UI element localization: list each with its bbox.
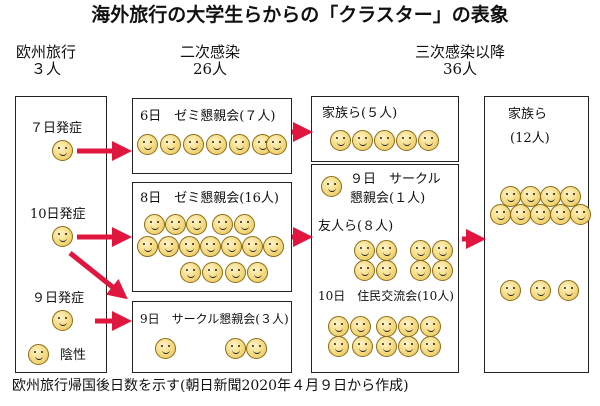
person-face-icon (321, 176, 342, 197)
person-face-icon (183, 134, 204, 155)
tertiary-family-label: 家族ら(５人) (322, 106, 398, 121)
person-face-icon (396, 130, 417, 151)
traveler-face (52, 310, 73, 331)
person-face-icon (530, 204, 551, 225)
tertiary-circle-label-2: 懇親会(１人) (350, 191, 426, 206)
legend-face-icon (28, 344, 49, 365)
person-face-icon (206, 134, 227, 155)
person-face-icon (186, 214, 207, 235)
person-face-icon (376, 336, 397, 357)
person-face-icon (530, 280, 551, 301)
tertiary-family-box (311, 96, 459, 162)
traveler-face (52, 226, 73, 247)
tertiary-residents-label: 10日 住民交流会(10人) (318, 289, 454, 303)
quaternary-count: (12人) (510, 131, 550, 146)
person-face-icon (376, 316, 397, 337)
person-face-icon (266, 134, 287, 155)
person-face-icon (179, 236, 200, 257)
person-face-icon (221, 236, 242, 257)
person-face-icon (420, 316, 441, 337)
person-face-icon (229, 134, 250, 155)
legend-label: 陰性 (60, 348, 87, 363)
person-face-icon (558, 280, 579, 301)
person-face-icon (137, 236, 158, 257)
person-face-icon (200, 236, 221, 257)
person-face-icon (352, 336, 373, 357)
person-face-icon (350, 316, 371, 337)
person-face-icon (263, 236, 284, 257)
tertiary-friends-label: 友人ら(８人) (318, 219, 394, 234)
person-face-icon (247, 262, 268, 283)
person-face-icon (155, 338, 176, 359)
person-face-icon (432, 260, 453, 281)
person-face-icon (330, 130, 351, 151)
person-face-icon (354, 240, 375, 261)
person-face-icon (158, 236, 179, 257)
footer-note: 欧州旅行帰国後日数を示す(朝日新聞2020年４月９日から作成) (12, 378, 409, 394)
person-face-icon (165, 214, 186, 235)
person-face-icon (420, 336, 441, 357)
person-face-icon (570, 204, 591, 225)
person-face-icon (137, 134, 158, 155)
person-face-icon (328, 316, 349, 337)
person-face-icon (354, 260, 375, 281)
person-face-icon (246, 338, 267, 359)
secondary-group-3-label: 9日 サークル懇親会(３人) (140, 312, 289, 326)
person-face-icon (242, 236, 263, 257)
person-face-icon (550, 204, 571, 225)
page-title: 海外旅行の大学生らからの「クラスター」の表象 (91, 4, 509, 26)
person-face-icon (376, 240, 397, 261)
person-face-icon (225, 338, 246, 359)
quaternary-label: 家族ら (508, 107, 548, 122)
person-face-icon (144, 214, 165, 235)
person-face-icon (234, 214, 255, 235)
person-face-icon (225, 262, 246, 283)
person-face-icon (352, 130, 373, 151)
person-face-icon (212, 214, 233, 235)
person-face-icon (410, 240, 431, 261)
person-face-icon (374, 130, 395, 151)
traveler-face (52, 140, 73, 161)
person-face-icon (398, 316, 419, 337)
person-face-icon (160, 134, 181, 155)
person-face-icon (500, 280, 521, 301)
quaternary-box (484, 96, 589, 373)
person-face-icon (328, 336, 349, 357)
traveler-label-2: 10日発症 (30, 207, 86, 222)
person-face-icon (490, 204, 511, 225)
person-face-icon (510, 204, 531, 225)
person-face-icon (560, 186, 581, 207)
secondary-group-2-label: 8日 ゼミ懇親会(16人) (140, 191, 279, 206)
secondary-group-1-label: 6日 ゼミ懇親会(７人) (140, 109, 276, 124)
person-face-icon (180, 262, 201, 283)
person-face-icon (398, 336, 419, 357)
arrow-traveler2-to-circle9 (68, 251, 128, 300)
person-face-icon (432, 240, 453, 261)
person-face-icon (202, 262, 223, 283)
traveler-label-3: ９日発症 (32, 291, 85, 306)
traveler-label-1: ７日発症 (30, 121, 83, 136)
person-face-icon (418, 130, 439, 151)
secondary-group-3 (132, 301, 292, 373)
person-face-icon (376, 260, 397, 281)
tertiary-circle-label-1: ９日 サークル (350, 172, 441, 187)
person-face-icon (410, 260, 431, 281)
